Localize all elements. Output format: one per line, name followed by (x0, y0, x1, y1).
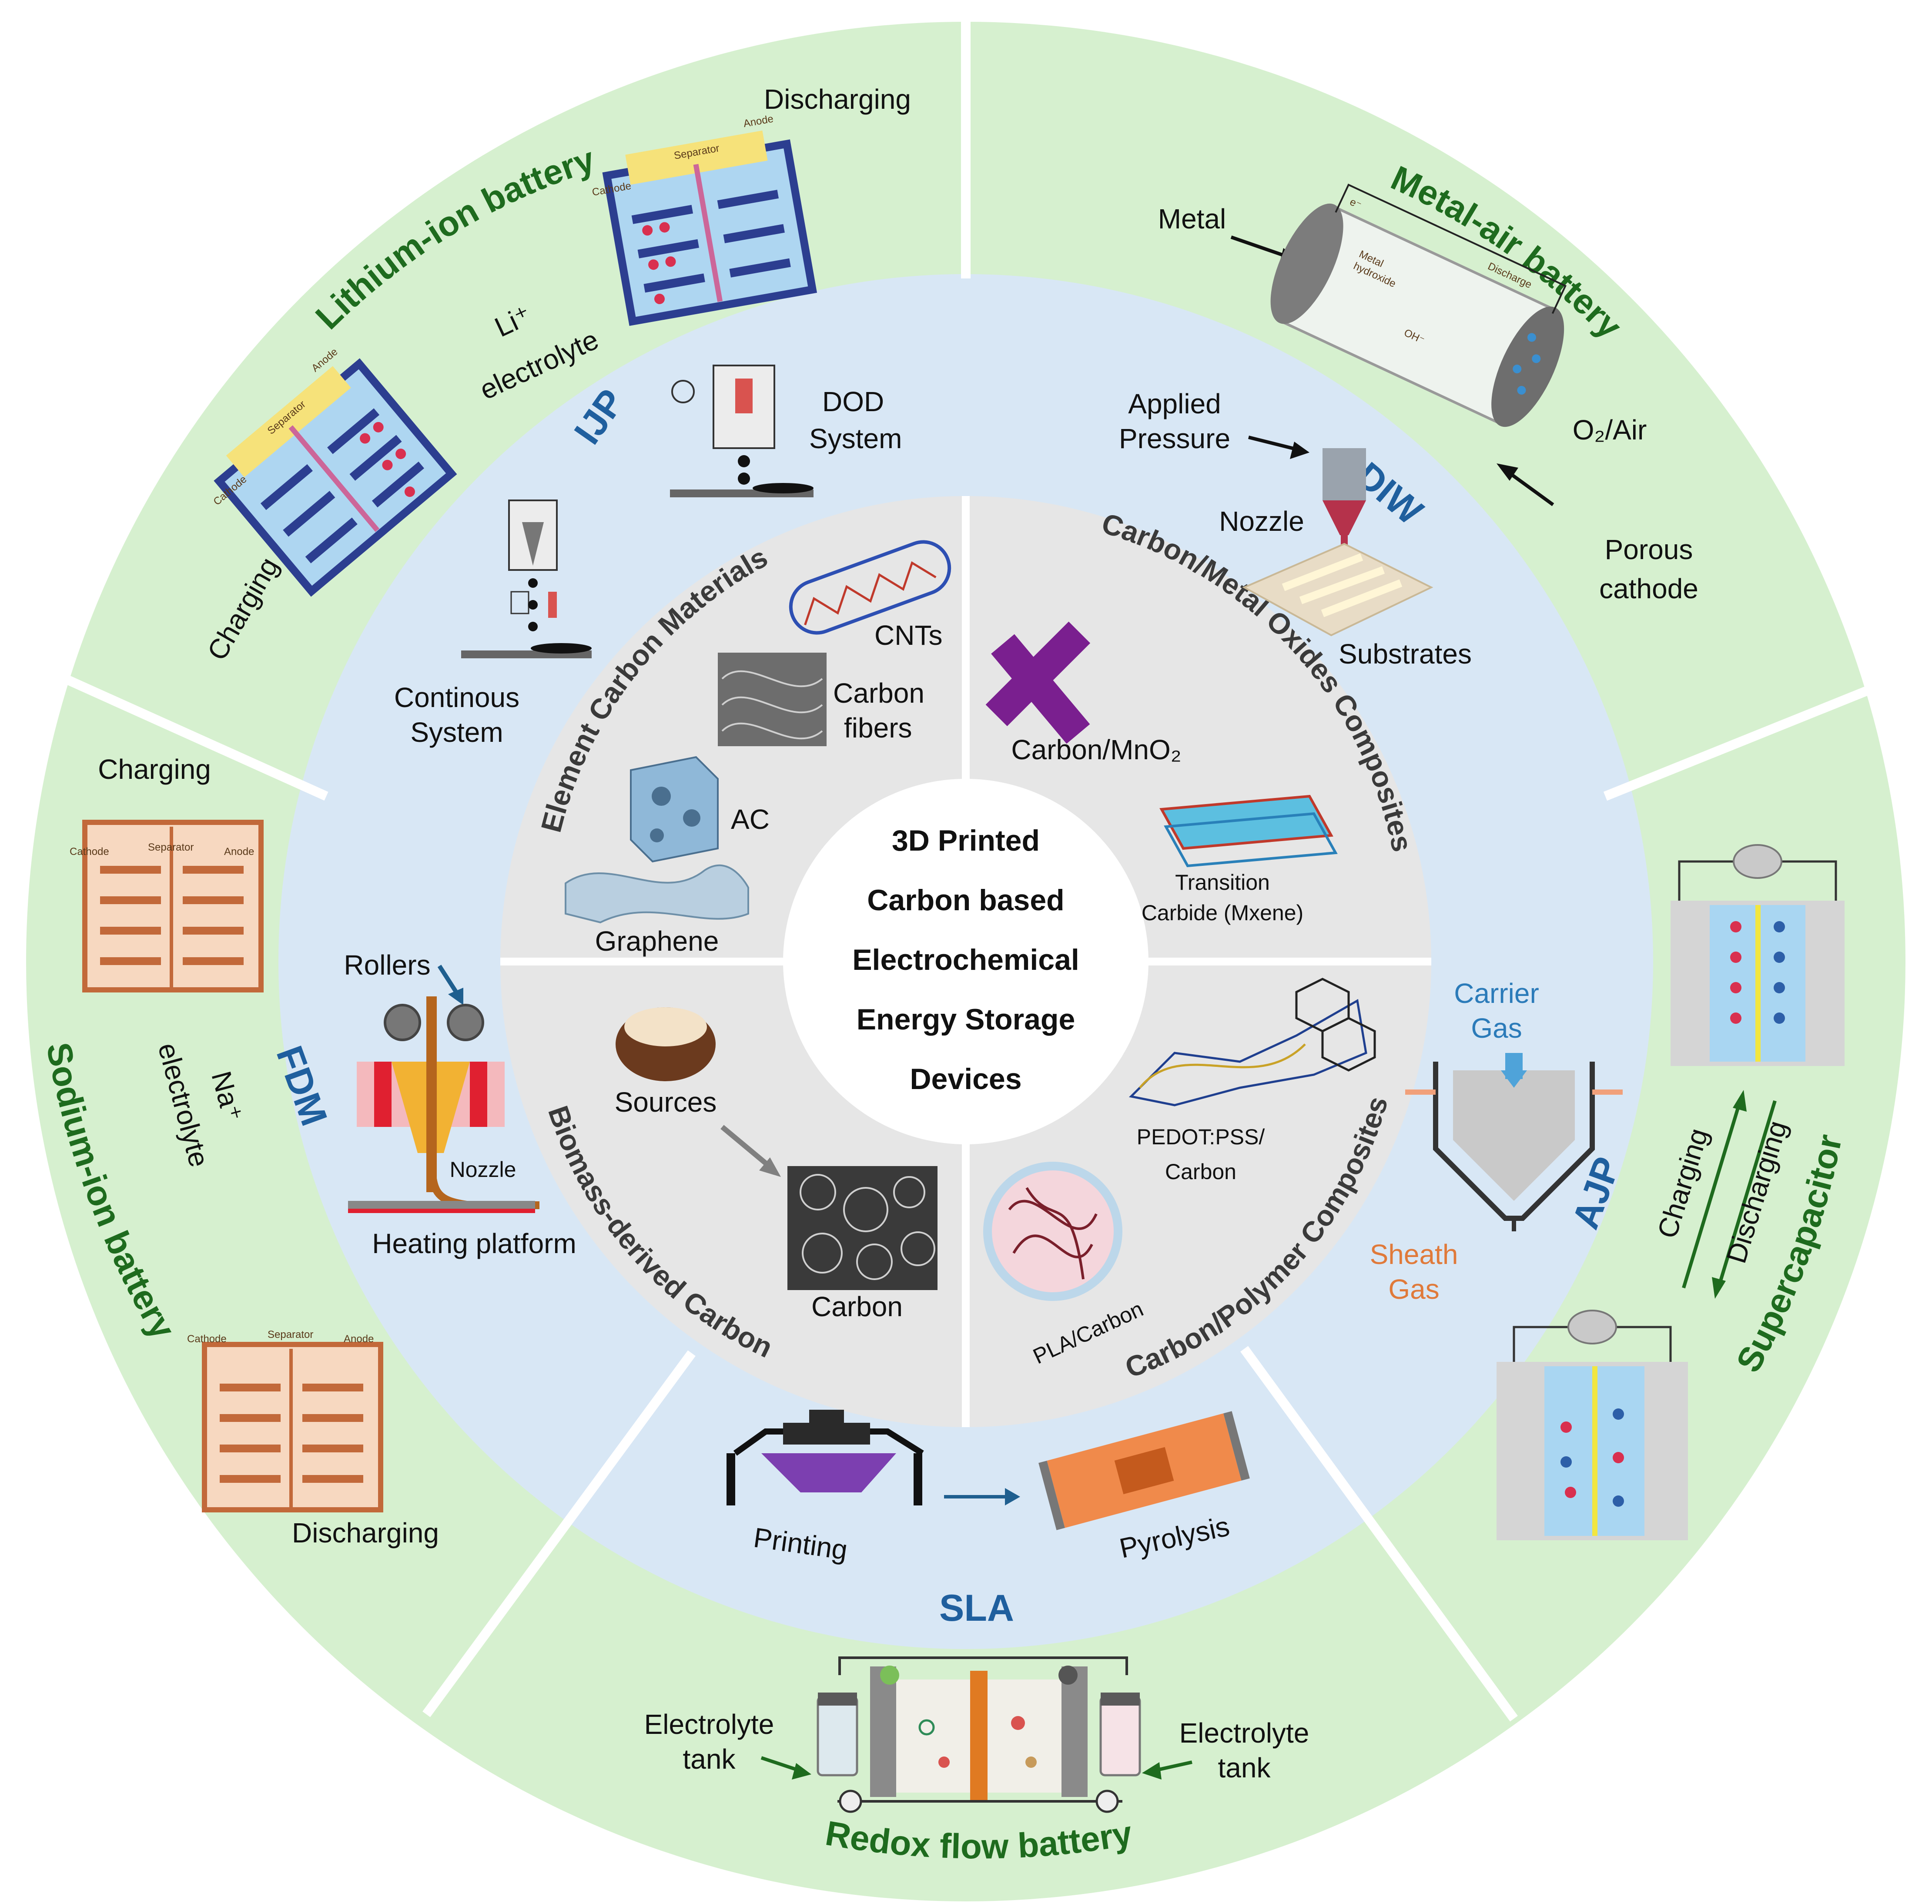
nozzle-label: Nozzle (1219, 506, 1304, 537)
supercap-charge-arrow (1682, 1100, 1742, 1289)
supercap-discharge-arrow (1717, 1100, 1777, 1289)
mxene-label-2: Carbide (Mxene) (1142, 901, 1303, 925)
pla-carbon-icon (983, 1162, 1122, 1301)
inner-dividers (500, 496, 1431, 1427)
sla-title: SLA (939, 1587, 1014, 1629)
porous-carbon-image (787, 1166, 938, 1290)
cnt-icon (789, 540, 951, 635)
carbon-fibers-label-1: Carbon (833, 677, 924, 709)
na-charge-cathode-label: Cathode (70, 846, 109, 858)
redox-tank-left-label-1: Electrolyte (644, 1709, 774, 1740)
fdm-extruder-icon (348, 996, 539, 1213)
na-charge-separator-label: Separator (148, 841, 194, 853)
metal-air-cell-icon: e⁻ Metal hydroxide Discharge OH⁻ (1270, 183, 1567, 427)
carbon-fiber-image (718, 653, 827, 746)
carbon-mno2-icon (985, 621, 1091, 744)
graphene-label: Graphene (595, 925, 719, 957)
center-title-line-4: Energy Storage (857, 1003, 1075, 1036)
coconut-source-icon (616, 1007, 716, 1081)
sources-label: Sources (615, 1086, 717, 1118)
dod-label-1: DOD (822, 386, 884, 417)
fdm-nozzle-label: Nozzle (450, 1157, 516, 1182)
redox-tank-right-label-1: Electrolyte (1179, 1717, 1309, 1749)
carrier-gas-label-2: Gas (1471, 1012, 1522, 1044)
na-discharge-separator-label: Separator (268, 1329, 313, 1341)
supercap-discharged-icon (1497, 1310, 1688, 1540)
center-title-line-5: Devices (910, 1063, 1021, 1096)
center-title-line-2: Carbon based (867, 884, 1064, 917)
rollers-label: Rollers (344, 949, 430, 981)
ajp-nozzle-icon (1405, 1053, 1623, 1231)
pressure-arrow (1248, 436, 1301, 452)
activated-carbon-icon (630, 756, 719, 863)
na-charging-label: Charging (98, 754, 211, 785)
pedot-pss-carbon-icon (1128, 978, 1376, 1106)
sheath-gas-label-1: Sheath (1370, 1239, 1458, 1270)
pedot-label-1: PEDOT:PSS/ (1137, 1125, 1265, 1149)
ac-label: AC (731, 804, 770, 835)
center-title: 3D Printed Carbon based Electrochemical … (852, 824, 1079, 1096)
na-discharge-anode-label: Anode (344, 1333, 374, 1345)
continuous-label-1: Continous (394, 682, 519, 713)
substrates-label: Substrates (1339, 638, 1472, 670)
carbon-fibers-label-2: fibers (844, 712, 912, 744)
pyrolysis-tube-icon (1038, 1411, 1250, 1530)
metal-label: Metal (1158, 203, 1226, 235)
na-discharge-cell-icon: Cathode Separator Anode (187, 1329, 383, 1512)
carbon-mno2-label: Carbon/MnO₂ (1011, 734, 1181, 765)
continuous-printhead-icon (461, 499, 592, 658)
applied-pressure-label-2: Pressure (1119, 423, 1230, 454)
sheath-gas-label-2: Gas (1388, 1274, 1439, 1305)
li-discharging-label: Discharging (764, 84, 911, 115)
continuous-label-2: System (410, 717, 503, 748)
diw-nozzle-icon (1242, 448, 1433, 637)
redox-tank-left-label-2: tank (683, 1743, 736, 1775)
mxene-label-1: Transition (1175, 870, 1270, 895)
outer-dividers (63, 0, 1899, 1722)
dod-label-2: System (809, 423, 902, 454)
li-discharge-cell-icon: Cathode Separator Anode (591, 113, 817, 326)
center-title-line-1: 3D Printed (892, 824, 1040, 857)
pedot-label-2: Carbon (1165, 1160, 1236, 1184)
mxene-icon (1159, 794, 1338, 868)
dod-printhead-icon (670, 365, 814, 497)
o2-air-label: O₂/Air (1573, 414, 1647, 446)
na-charge-anode-label: Anode (224, 846, 254, 858)
applied-pressure-label-1: Applied (1128, 388, 1221, 419)
redox-tank-right-label-2: tank (1218, 1752, 1271, 1783)
porous-cathode-label-1: Porous (1605, 534, 1693, 565)
redox-flow-cell-icon (817, 1656, 1141, 1813)
cnts-label: CNTs (874, 620, 942, 651)
supercap-charged-icon (1671, 844, 1845, 1066)
na-charge-cell-icon: Cathode Separator Anode (70, 820, 264, 992)
center-title-line-3: Electrochemical (852, 943, 1079, 976)
heating-platform-label: Heating platform (372, 1228, 576, 1259)
graphene-icon (565, 865, 749, 924)
sla-printer-icon (727, 1410, 924, 1505)
na-discharging-label: Discharging (292, 1517, 439, 1549)
biomass-carbon-label: Carbon (811, 1291, 903, 1322)
carrier-gas-label-1: Carrier (1454, 978, 1539, 1009)
porous-cathode-label-2: cathode (1599, 573, 1698, 604)
na-discharge-cathode-label: Cathode (187, 1333, 227, 1345)
